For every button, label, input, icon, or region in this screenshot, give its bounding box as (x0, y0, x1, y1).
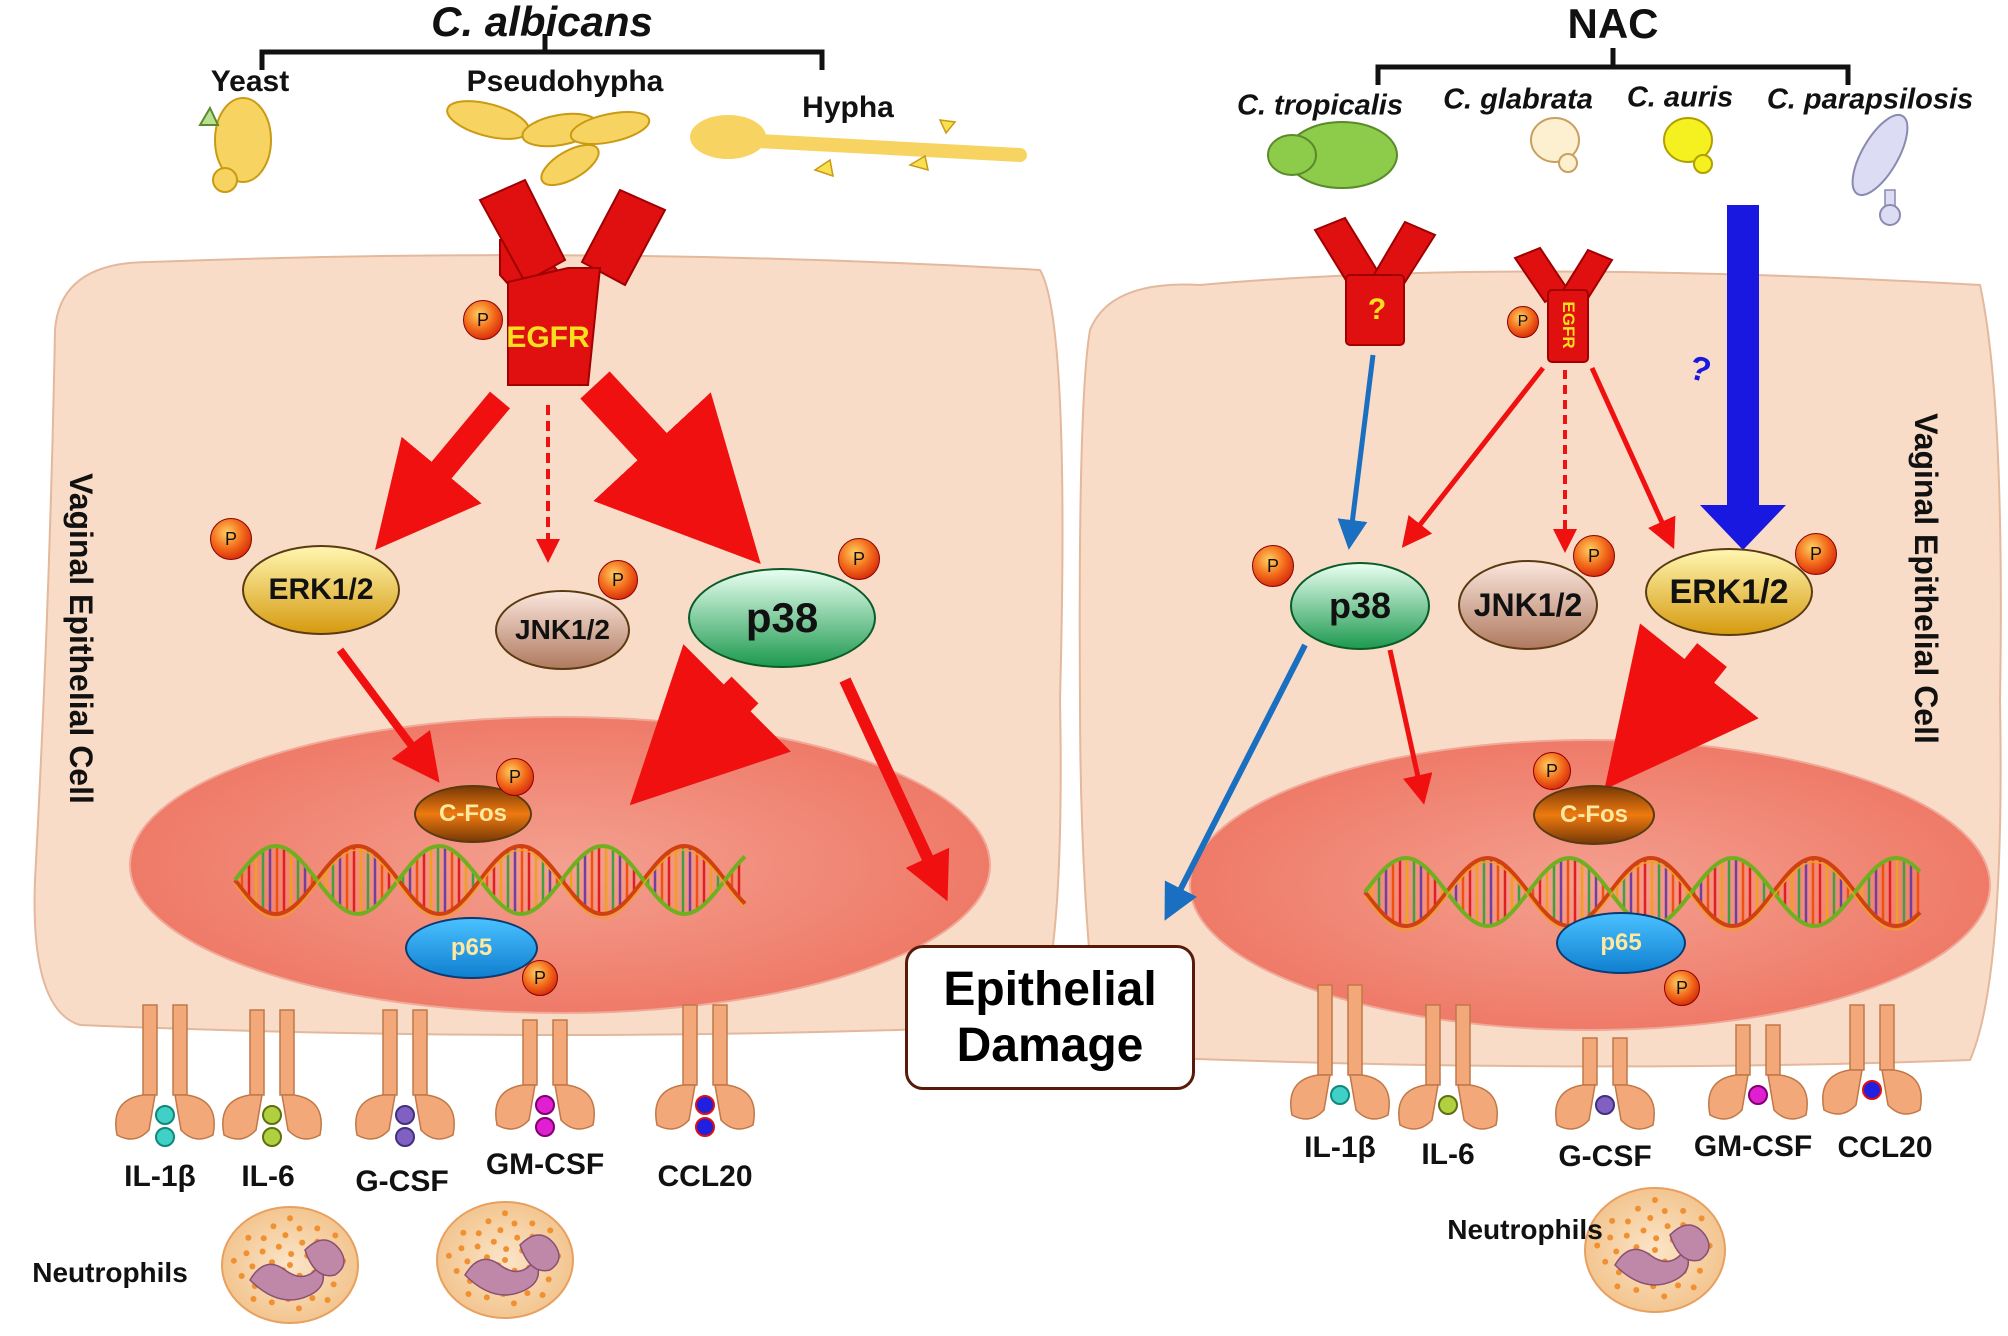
yeast-label: Yeast (210, 65, 290, 98)
left-cytokine-ccl20: CCL20 (657, 1160, 753, 1193)
right-egfr-phospho: P (1507, 306, 1539, 338)
left-nucleus (129, 716, 991, 1014)
c-auris-label: C. auris (1626, 81, 1734, 114)
left-egfr-receptor (478, 178, 667, 386)
right-p38-phospho: P (1252, 545, 1294, 587)
arrow-p38-nucleus-right (1387, 649, 1433, 805)
right-erk-node: ERK1/2 (1645, 548, 1813, 636)
right-p38-node: p38 (1290, 562, 1430, 650)
left-cytokine-receptors (115, 1004, 755, 1147)
right-erk-phospho: P (1795, 533, 1837, 575)
pseudohypha-cell (446, 100, 651, 187)
arrow-egfr-erk (375, 391, 510, 550)
right-cfos-phospho: P (1533, 752, 1571, 790)
right-cell-label: Vaginal Epithelial Cell (1907, 413, 1944, 744)
arrow-egfr-erk-right (1589, 366, 1676, 550)
c-auris-cell (1663, 117, 1713, 174)
left-egfr-label: EGFR (506, 321, 590, 354)
epithelial-damage-box: Epithelial Damage (905, 945, 1195, 1090)
left-jnk-phospho: P (598, 560, 638, 600)
left-title: C. albicans (431, 0, 653, 45)
neutrophils-group (221, 1187, 1726, 1324)
right-p65-phospho: P (1664, 970, 1700, 1006)
left-cytokine-il1b: IL-1β (124, 1160, 196, 1193)
left-dna (233, 843, 747, 919)
left-bracket (259, 34, 825, 70)
arrow-unknown-erk (1700, 205, 1786, 550)
left-cytokine-gcsf: G-CSF (355, 1165, 449, 1198)
left-cfos-node: C-Fos (414, 785, 532, 843)
c-glabrata-label: C. glabrata (1443, 83, 1593, 116)
left-cfos-phospho: P (496, 758, 534, 796)
right-cytokine-ccl20: CCL20 (1837, 1131, 1933, 1164)
right-neutrophils-label: Neutrophils (1447, 1214, 1603, 1245)
unknown-receptor-label: ? (1367, 293, 1387, 326)
c-tropicalis-label: C. tropicalis (1237, 89, 1403, 122)
c-parapsilosis-cell (1851, 114, 1909, 226)
arrow-unknown-p38 (1337, 354, 1376, 550)
left-cell-label: Vaginal Epithelial Cell (62, 473, 99, 804)
arrow-egfr-p38-right (1401, 366, 1545, 548)
right-bracket (1375, 48, 1851, 85)
arrow-erk-cfos (336, 647, 440, 783)
unknown-receptor (1313, 216, 1437, 346)
pseudohypha-label: Pseudohypha (466, 65, 664, 98)
right-cytokine-gmcsf: GM-CSF (1693, 1130, 1813, 1163)
right-cytokine-il6: IL-6 (1421, 1138, 1475, 1171)
arrow-p38-damage (839, 677, 950, 902)
right-egfr-receptor (1513, 246, 1614, 363)
arrow-p38-nucleus (629, 644, 791, 806)
damage-line1: Epithelial (943, 963, 1157, 1017)
hypha-cell (690, 115, 1027, 178)
arrow-erk-cfos-right (1604, 623, 1759, 790)
right-cytokine-receptors (1290, 984, 1922, 1130)
right-cytokine-il1b: IL-1β (1304, 1131, 1376, 1164)
right-p65-node: p65 (1556, 912, 1686, 974)
arrow-egfr-p38 (580, 371, 761, 565)
hypha-label: Hypha (802, 91, 894, 124)
damage-line2: Damage (956, 1018, 1144, 1072)
right-dna (1363, 855, 1922, 931)
left-jnk-node: JNK1/2 (495, 590, 630, 670)
right-jnk-phospho: P (1573, 535, 1615, 577)
left-cytokine-gmcsf: GM-CSF (485, 1148, 605, 1181)
left-egfr-phospho: P (463, 300, 503, 340)
yeast-cell (198, 97, 272, 193)
c-tropicalis-cell (1267, 121, 1398, 189)
right-egfr-label: EGFR (1559, 301, 1578, 349)
left-neutrophils-label: Neutrophils (32, 1257, 188, 1288)
c-glabrata-cell (1530, 117, 1580, 173)
right-jnk-node: JNK1/2 (1458, 560, 1598, 650)
right-cfos-node: C-Fos (1533, 785, 1655, 845)
left-erk-node: ERK1/2 (242, 545, 400, 635)
left-p38-node: p38 (688, 568, 876, 668)
left-p65-phospho: P (522, 960, 558, 996)
left-cytokine-il6: IL-6 (241, 1160, 295, 1193)
left-erk-phospho: P (210, 518, 252, 560)
c-parapsilosis-label: C. parapsilosis (1766, 83, 1974, 116)
right-cytokine-gcsf: G-CSF (1558, 1140, 1652, 1173)
left-p38-phospho: P (838, 538, 880, 580)
right-title: NAC (1567, 0, 1659, 47)
arrow-p38-damage-right (1164, 643, 1308, 921)
left-p65-node: p65 (405, 917, 538, 979)
